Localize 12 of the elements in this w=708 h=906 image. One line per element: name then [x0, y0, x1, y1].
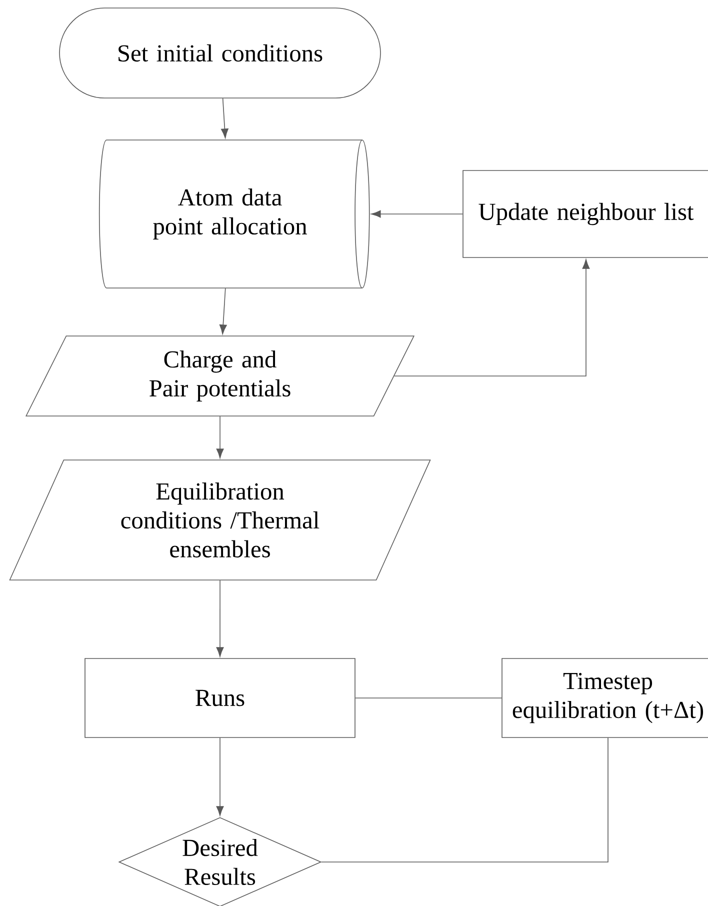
- arrow: [216, 580, 224, 657]
- process-box: Runs: [84, 658, 356, 738]
- arrow: [221, 98, 228, 138]
- data-cylinder: Atom data point allocation: [98, 140, 370, 288]
- arrow: [216, 416, 224, 458]
- arrow: [219, 288, 227, 334]
- process-box: Timestep equilibration (t+Δt): [502, 658, 708, 738]
- arrow: [371, 210, 463, 218]
- arrow: [394, 259, 590, 376]
- arrow: [216, 738, 224, 816]
- data-parallelogram: Equilibration conditions /Thermal ensembles: [9, 460, 431, 580]
- process-box: Update neighbour list: [462, 170, 708, 258]
